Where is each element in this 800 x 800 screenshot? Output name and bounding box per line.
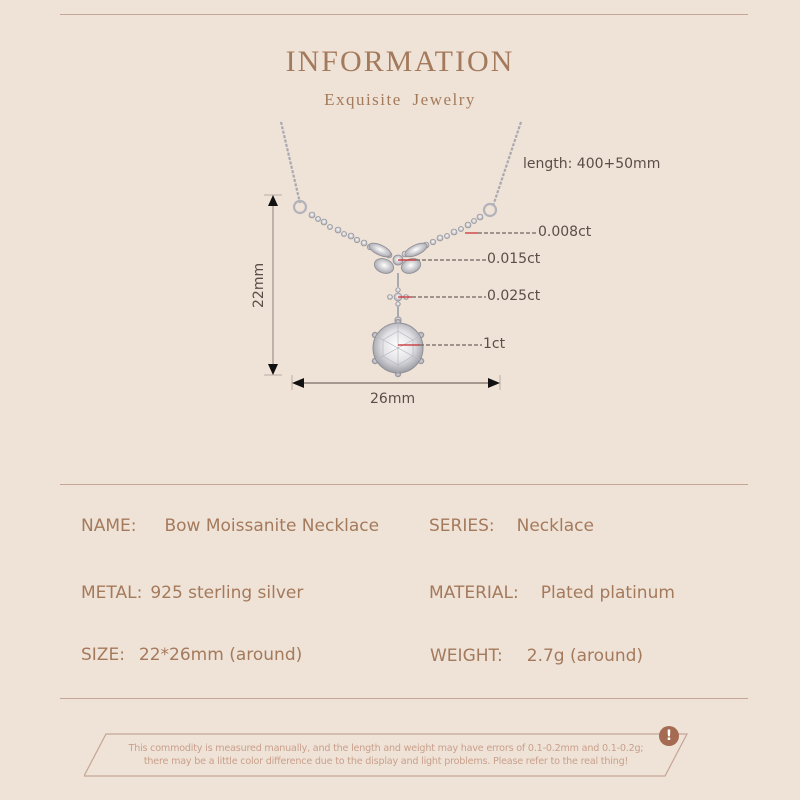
spec-weight-key: WEIGHT: bbox=[430, 646, 503, 666]
spec-size-value: 22*26mm (around) bbox=[138, 645, 303, 665]
spec-series-key: SERIES: bbox=[429, 516, 495, 536]
page-subtitle: Exquisite Jewelry bbox=[324, 90, 476, 109]
necklace-diagram bbox=[264, 121, 537, 390]
stone-label-0008ct: 0.008ct bbox=[538, 224, 592, 240]
height-dimension bbox=[264, 194, 282, 376]
specs-bottom-divider bbox=[60, 698, 748, 699]
spec-size-key: SIZE: bbox=[81, 645, 125, 665]
top-divider bbox=[60, 14, 748, 15]
length-label: length: 400+50mm bbox=[523, 156, 661, 172]
notice-line-2: there may be a little color difference d… bbox=[143, 756, 629, 767]
stone-band bbox=[308, 211, 484, 259]
notice-frame bbox=[84, 733, 688, 777]
spec-size: SIZE: 22*26mm (around) bbox=[81, 645, 302, 665]
specs-top-divider bbox=[60, 484, 748, 485]
spec-material-key: MATERIAL: bbox=[429, 583, 519, 603]
main-stone bbox=[371, 318, 425, 378]
stone-label-0025ct: 0.025ct bbox=[487, 288, 541, 304]
notice-text: This commodity is measured manually, and… bbox=[84, 742, 688, 768]
spec-material: MATERIAL: Plated platinum bbox=[429, 583, 675, 603]
width-dimension bbox=[291, 375, 501, 390]
stone-label-1ct: 1ct bbox=[483, 336, 506, 352]
spec-series: SERIES: Necklace bbox=[429, 516, 594, 536]
bow bbox=[368, 242, 428, 274]
height-label: 22mm bbox=[251, 262, 267, 308]
spec-metal-value: 925 sterling silver bbox=[150, 583, 304, 603]
spec-name-value: Bow Moissanite Necklace bbox=[164, 516, 380, 536]
exclamation-icon: ! bbox=[659, 726, 679, 746]
spec-material-value: Plated platinum bbox=[540, 583, 675, 603]
chain bbox=[279, 121, 523, 207]
spec-name: NAME: Bow Moissanite Necklace bbox=[81, 516, 379, 536]
leader-lines bbox=[398, 232, 537, 346]
width-label: 26mm bbox=[370, 391, 416, 407]
spec-name-key: NAME: bbox=[81, 516, 137, 536]
stone-label-0015ct: 0.015ct bbox=[487, 251, 541, 267]
spec-metal: METAL: 925 sterling silver bbox=[81, 583, 303, 603]
spec-weight: WEIGHT: 2.7g (around) bbox=[430, 646, 643, 666]
spec-weight-value: 2.7g (around) bbox=[526, 646, 644, 666]
spec-series-value: Necklace bbox=[516, 516, 594, 536]
spec-metal-key: METAL: bbox=[81, 583, 143, 603]
page-title: INFORMATION bbox=[285, 45, 515, 78]
notice-line-1: This commodity is measured manually, and… bbox=[128, 743, 644, 754]
measurement-notice: This commodity is measured manually, and… bbox=[84, 733, 688, 777]
